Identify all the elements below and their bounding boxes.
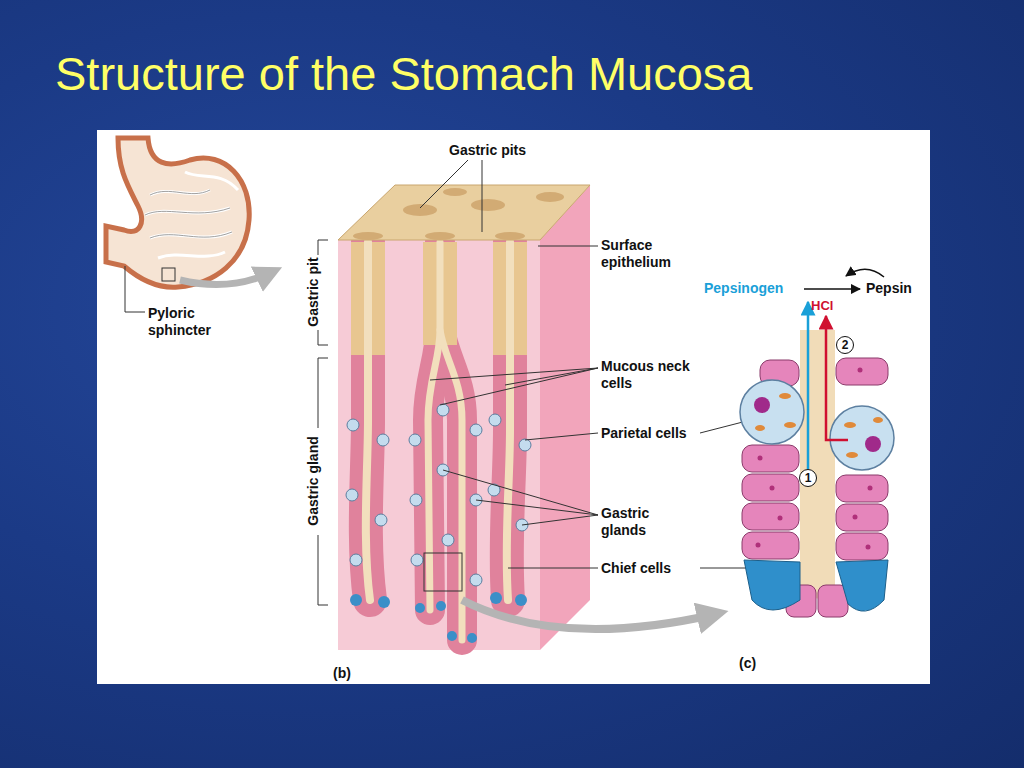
stomach-wall: [106, 138, 249, 287]
white-panel: [97, 130, 930, 684]
part-label: Surface epithelium: [601, 237, 693, 271]
substance-label: HCl: [811, 298, 833, 314]
leader-lines: [420, 160, 770, 568]
chief-cell: [836, 560, 888, 611]
enlarged-gland: [740, 269, 894, 617]
part-label: Parietal cells: [601, 425, 687, 442]
part-label: Gastric pits: [449, 142, 526, 159]
slide-title: Structure of the Stomach Mucosa: [55, 46, 753, 102]
bracket-label: Gastric gland: [305, 436, 322, 525]
panel-letter: (b): [333, 665, 351, 682]
part-label: Mucous neck cells: [601, 358, 697, 392]
rugae-folds: [145, 172, 238, 258]
callout-circle: 1: [799, 469, 817, 487]
pit-openings: [353, 188, 564, 240]
part-label: Pyloric sphincter: [148, 305, 230, 339]
gastric-gland-tubes: [366, 242, 510, 640]
stomach-drawing: [106, 138, 272, 312]
conversion-arrow: [804, 288, 860, 290]
part-label: Chief cells: [601, 560, 671, 577]
zoom-arrow: [462, 600, 716, 629]
callout-number: 2: [842, 339, 849, 351]
lamina-propria: [338, 240, 540, 650]
substance-label: Pepsinogen: [704, 280, 783, 297]
callout-number: 1: [805, 472, 812, 484]
substance-label: Pepsin: [866, 280, 912, 297]
block-top-surface: [338, 185, 590, 240]
catalysis-arrow: [846, 269, 884, 277]
gland-lumen: [800, 330, 835, 599]
panel-letter: (c): [739, 655, 756, 672]
hcl-arrow: [826, 316, 848, 440]
pepsinogen-arrow: [807, 302, 810, 469]
block-side-face: [540, 185, 590, 650]
zoom-box: [162, 268, 175, 281]
tissue-block: [338, 185, 716, 650]
callout-circle: 2: [836, 336, 854, 354]
parietal-cell: [740, 380, 804, 444]
zoom-arrow: [180, 272, 272, 285]
zoom-box: [424, 553, 462, 591]
parietal-cell: [830, 406, 894, 470]
bracket-label: Gastric pit: [305, 257, 322, 326]
parietal-cell-dots: [346, 404, 531, 586]
rugae-outline: [145, 190, 232, 238]
chief-cell: [744, 560, 800, 610]
part-label: Gastric glands: [601, 505, 673, 539]
leader-line: [125, 266, 145, 312]
